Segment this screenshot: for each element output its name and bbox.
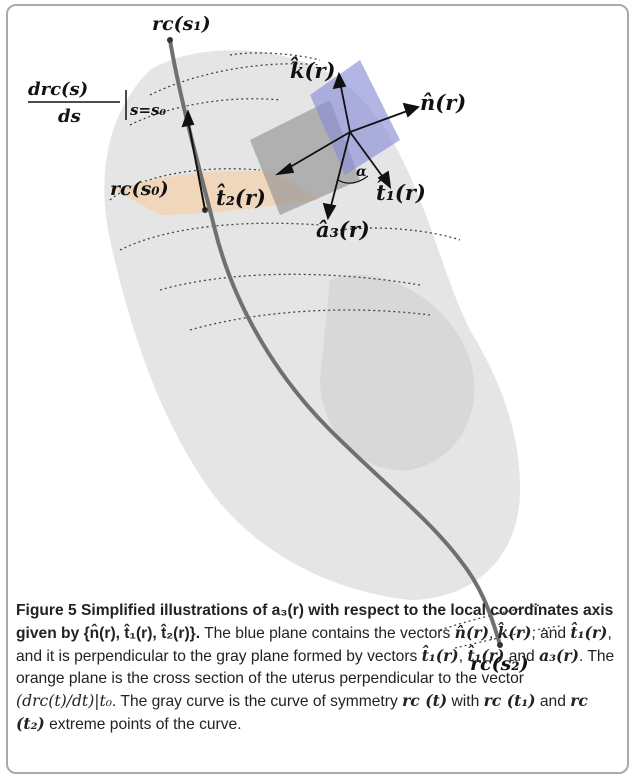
caption-vector: t̂₁(r) xyxy=(467,646,504,665)
caption-text: , and xyxy=(531,625,570,642)
caption-vector: rc (t₁) xyxy=(484,691,536,710)
caption-text: and xyxy=(536,693,571,710)
caption-vector: n̂(r) xyxy=(455,623,489,642)
label-rc-s0: rc(s₀) xyxy=(110,178,169,200)
caption-vector: k̂(r) xyxy=(498,623,532,642)
caption-text: The blue plane contains the vectors xyxy=(204,625,455,642)
caption-derivative: (drc(t)/dt)|t₀ xyxy=(16,692,112,710)
caption-text: , xyxy=(489,625,498,642)
caption-vector: t̂₁(r) xyxy=(570,623,607,642)
caption-text: with xyxy=(447,693,483,710)
label-a3-hat: â₃(r) xyxy=(316,217,370,242)
label-alpha: α xyxy=(356,164,367,180)
curve-endpoint-s1 xyxy=(167,37,173,43)
label-k-hat: k̂(r) xyxy=(290,57,336,83)
caption-text: . The gray curve is the curve of symmetr… xyxy=(112,693,402,710)
caption-vector: t̂₁(r) xyxy=(422,646,459,665)
caption-text: extreme points of the curve. xyxy=(45,716,242,733)
label-rc-s1: rc(s₁) xyxy=(152,13,211,35)
label-derivative-numerator: drc(s) xyxy=(28,79,88,100)
figure-caption: Figure 5 Simplified illustrations of a₃(… xyxy=(16,600,616,736)
caption-vector: rc (t) xyxy=(402,691,447,710)
label-t2-hat: t̂₂(r) xyxy=(216,184,266,210)
label-t1-hat: t̂₁(r) xyxy=(376,179,426,205)
label-derivative-eval: s=s₀ xyxy=(130,101,166,119)
label-n-hat: n̂(r) xyxy=(420,90,466,115)
caption-vector: a₃(r) xyxy=(539,646,579,665)
caption-text: and xyxy=(504,648,539,665)
label-derivative-denominator: ds xyxy=(58,106,81,127)
caption-label: Figure 5 xyxy=(16,602,77,619)
